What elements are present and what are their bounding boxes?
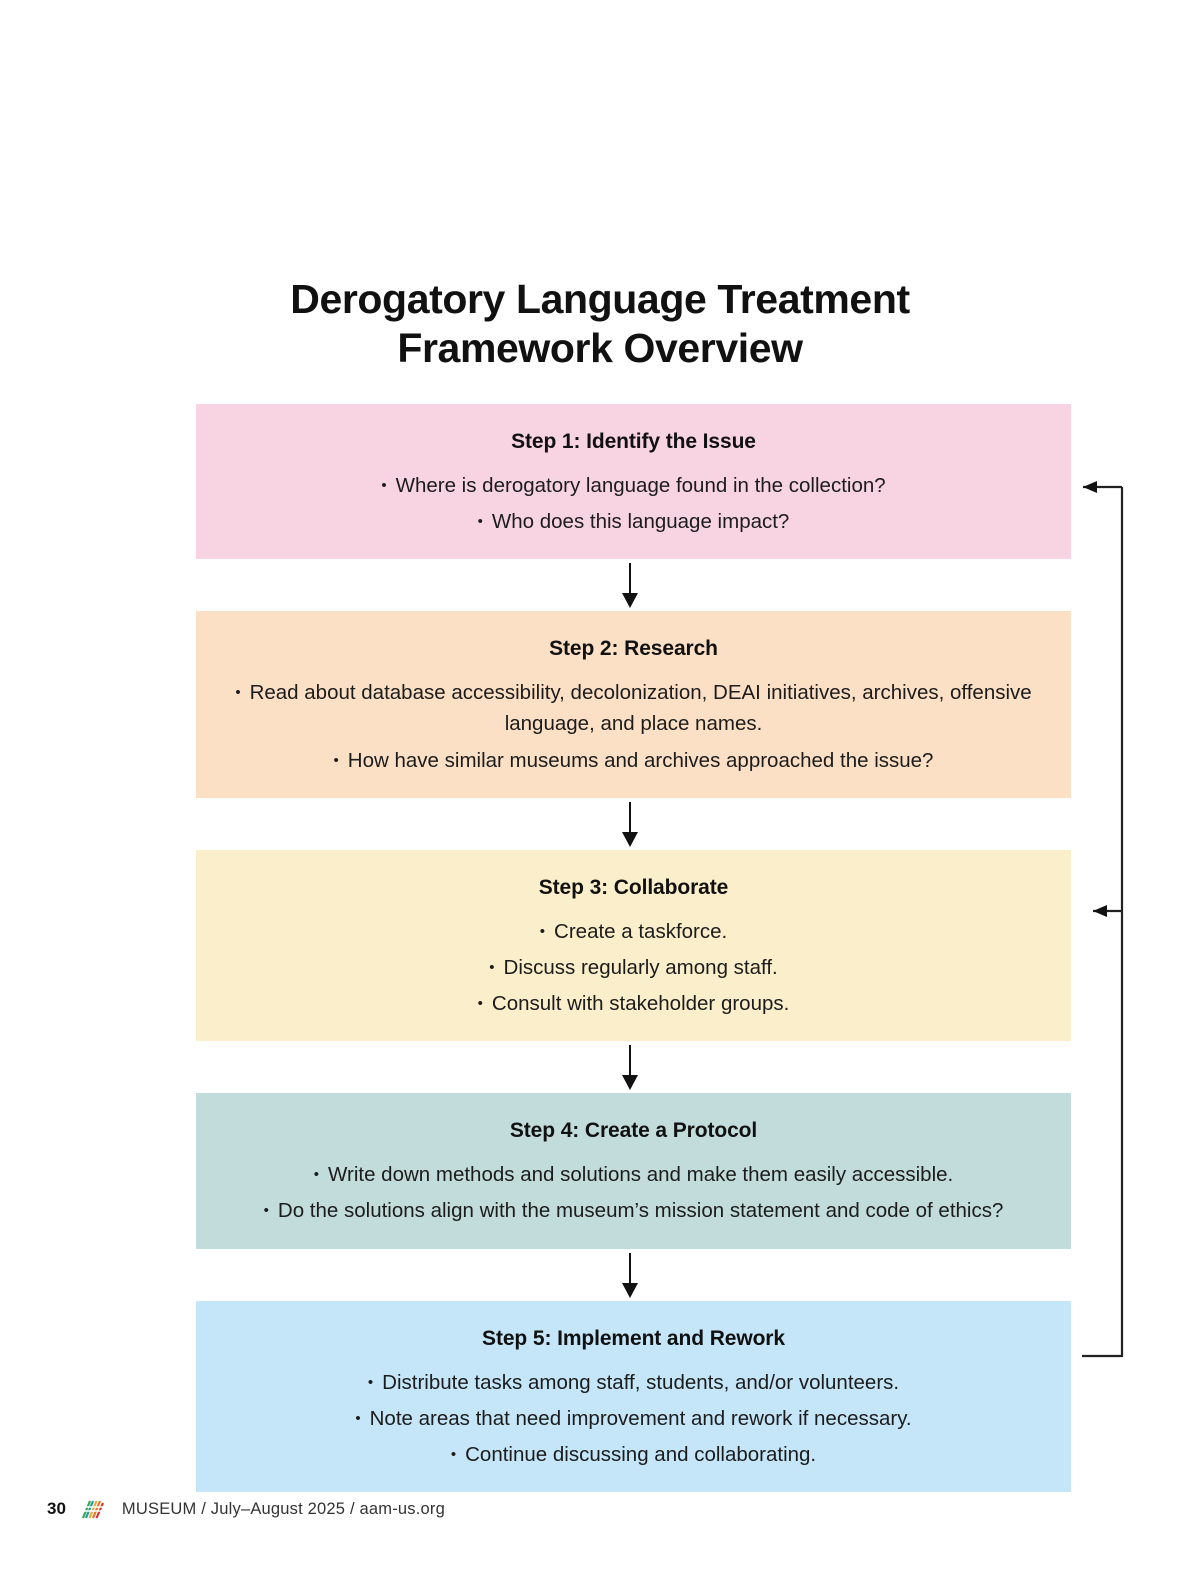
- page-title: Derogatory Language Treatment Framework …: [0, 275, 1200, 372]
- step-1-bullet-text: Who does this language impact?: [491, 510, 790, 534]
- bullet-icon: •: [477, 995, 483, 1013]
- aam-logo-icon: [80, 1500, 104, 1519]
- bullet-icon: •: [539, 922, 546, 940]
- step-box-2: Step 2: Research • Read about database ac…: [196, 611, 1071, 798]
- page-title-line-2: Framework Overview: [397, 324, 803, 371]
- step-1-bullet-list: • Where is derogatory language found in t…: [214, 470, 1053, 537]
- step-5-title: Step 5: Implement and Rework: [482, 1326, 785, 1350]
- arrow-head-left-icon: [1093, 905, 1107, 917]
- step-3-bullet-item: • Consult with stakeholder groups.: [214, 988, 1053, 1019]
- step-3-bullet-item: • Create a taskforce.: [214, 916, 1053, 947]
- step-5-bullet-item: • Note areas that need improvement and re…: [214, 1403, 1053, 1434]
- step-5-bullet-item: • Continue discussing and collaborating.: [214, 1439, 1053, 1470]
- arrow-head-down-icon: [622, 593, 638, 609]
- step-5-bullet-item: • Distribute tasks among staff, students,…: [214, 1367, 1053, 1398]
- arrow-head-down-icon: [622, 1075, 638, 1091]
- step-1-bullet-item: • Where is derogatory language found in t…: [214, 470, 1053, 501]
- arrow-shaft: [629, 563, 631, 597]
- step-3-title: Step 3: Collaborate: [538, 875, 729, 899]
- feedback-loop-arrows: [1082, 481, 1124, 1358]
- step-3-bullet-text: Create a taskforce.: [554, 919, 728, 943]
- step-2-bullet-item: • How have similar museums and archives a…: [214, 745, 1053, 776]
- arrow-shaft: [629, 801, 631, 835]
- step-1-bullet-item: • Who does this language impact?: [214, 506, 1053, 537]
- connector-arrow-1-to-2: [196, 559, 1071, 611]
- bullet-icon: •: [450, 1445, 457, 1463]
- arrow-shaft: [629, 1045, 631, 1079]
- connector-arrow-3-to-4: [196, 1041, 1071, 1093]
- step-3-bullet-list: • Create a taskforce. • Discuss regularly …: [214, 916, 1053, 1019]
- step-4-title: Step 4: Create a Protocol: [509, 1119, 758, 1143]
- step-2-title: Step 2: Research: [549, 637, 718, 661]
- step-box-3: Step 3: Collaborate • Create a taskforce.…: [196, 849, 1071, 1042]
- bullet-icon: •: [477, 513, 483, 531]
- step-3-bullet-text: Consult with stakeholder groups.: [491, 992, 790, 1016]
- step-3-bullet-text: Discuss regularly among staff.: [503, 955, 778, 979]
- step-box-1: Step 1: Identify the Issue • Where is der…: [196, 404, 1071, 560]
- arrow-head-left-icon: [1083, 481, 1097, 493]
- step-5-bullet-text: Note areas that need improvement and rew…: [369, 1406, 912, 1430]
- step-5-bullet-list: • Distribute tasks among staff, students,…: [214, 1367, 1053, 1470]
- step-5-bullet-text: Distribute tasks among staff, students, …: [382, 1370, 900, 1394]
- step-4-bullet-list: • Write down methods and solutions and ma…: [214, 1159, 1053, 1226]
- step-1-title: Step 1: Identify the Issue: [511, 430, 756, 453]
- step-5-bullet-text: Continue discussing and collaborating.: [465, 1442, 817, 1466]
- step-3-bullet-item: • Discuss regularly among staff.: [214, 952, 1053, 983]
- step-4-bullet-item: • Write down methods and solutions and ma…: [214, 1159, 1053, 1190]
- feedback-spine-path: [1082, 487, 1124, 1358]
- step-1-bullet-text: Where is derogatory language found in th…: [395, 474, 886, 497]
- page-title-line-1: Derogatory Language Treatment: [290, 276, 910, 323]
- bullet-icon: •: [333, 751, 339, 769]
- step-box-4: Step 4: Create a Protocol • Write down me…: [196, 1093, 1071, 1249]
- bullet-icon: •: [367, 1373, 374, 1391]
- step-4-bullet-item: • Do the solutions align with the museum’…: [214, 1195, 1053, 1226]
- bullet-icon: •: [489, 958, 495, 976]
- framework-flow-diagram: Step 1: Identify the Issue • Where is der…: [196, 404, 1071, 1493]
- bullet-icon: •: [313, 1166, 320, 1184]
- step-4-bullet-text: Write down methods and solutions and mak…: [328, 1163, 954, 1187]
- arrow-shaft: [629, 1252, 631, 1286]
- step-2-bullet-list: • Read about database accessibility, deco…: [214, 677, 1053, 775]
- arrow-head-down-icon: [622, 1282, 638, 1298]
- bullet-icon: •: [355, 1409, 361, 1427]
- bullet-icon: •: [381, 477, 387, 494]
- footer-credit-text: MUSEUM / July–August 2025 / aam-us.org: [121, 1499, 445, 1518]
- step-2-bullet-text: How have similar museums and archives ap…: [347, 748, 934, 772]
- bullet-icon: •: [235, 684, 241, 702]
- footer-page-number: 30: [47, 1499, 66, 1518]
- connector-arrow-2-to-3: [196, 798, 1071, 850]
- connector-arrow-4-to-5: [196, 1249, 1071, 1301]
- step-2-bullet-item: • Read about database accessibility, deco…: [214, 677, 1053, 739]
- step-4-bullet-text: Do the solutions align with the museum’s…: [277, 1199, 1004, 1223]
- arrow-head-down-icon: [622, 831, 638, 847]
- page-footer: 30 MUSEUM / July–August 2025 / aam-us.or…: [47, 1496, 445, 1522]
- bullet-icon: •: [263, 1202, 269, 1220]
- step-2-bullet-text: Read about database accessibility, decol…: [249, 681, 1032, 736]
- step-box-5: Step 5: Implement and Rework • Distribute…: [196, 1300, 1071, 1493]
